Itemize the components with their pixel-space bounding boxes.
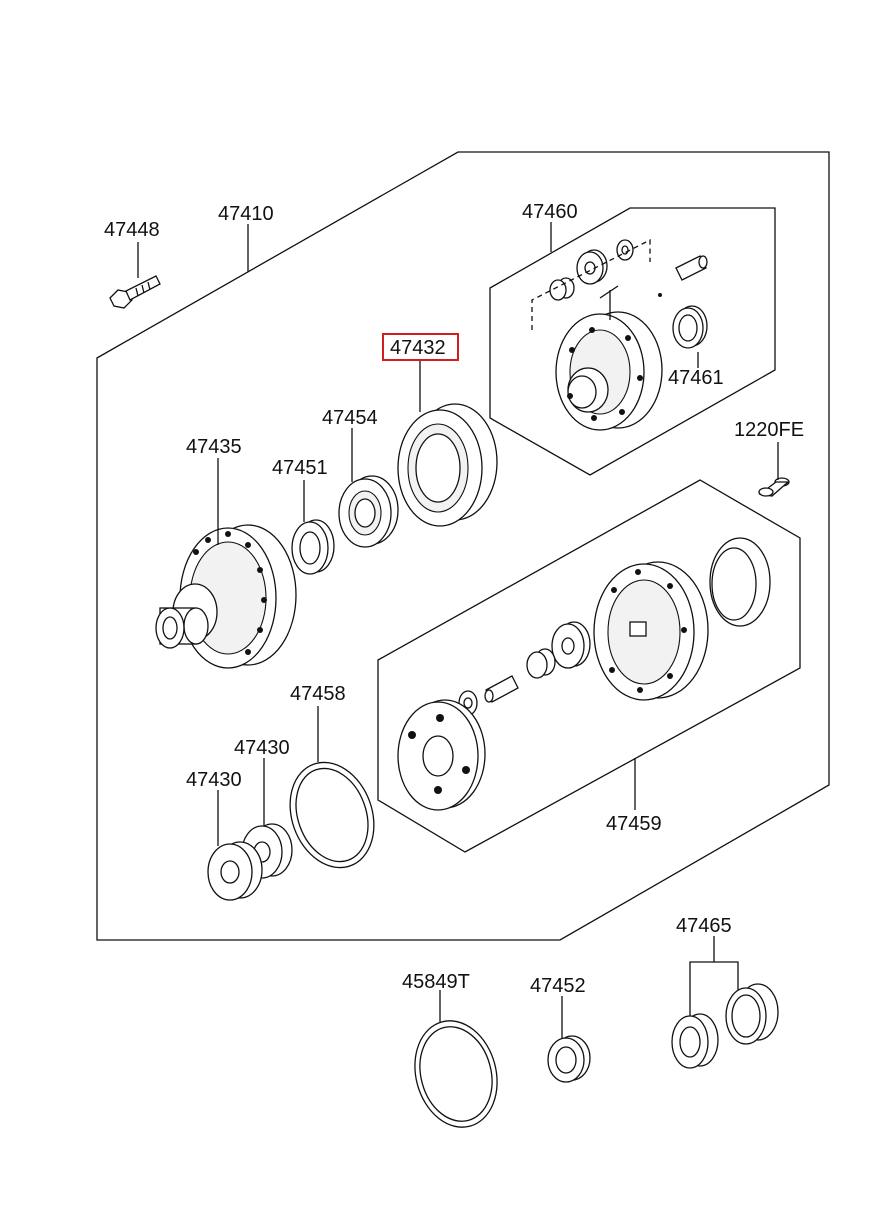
label-47448[interactable]: 47448 <box>104 219 160 241</box>
label-47458[interactable]: 47458 <box>290 683 346 705</box>
pinion-gear-small-part[interactable] <box>576 249 608 285</box>
label-47459[interactable]: 47459 <box>606 813 662 835</box>
snap-ring-47458-part[interactable] <box>276 751 388 880</box>
needle-bearing-47459-part[interactable] <box>526 648 556 679</box>
ring-gear-47432-part[interactable] <box>397 403 498 527</box>
label-47432[interactable]: 47432 <box>390 337 446 359</box>
highlight-box-47432 <box>382 333 459 361</box>
ball-small-part <box>658 293 662 297</box>
label-45849T[interactable]: 45849T <box>402 971 470 993</box>
pin-small-part[interactable] <box>675 255 708 281</box>
washer-small-part[interactable] <box>616 239 634 261</box>
seal-47452-part[interactable] <box>547 1035 591 1083</box>
assembly-box-47460 <box>489 207 776 476</box>
bolt-47448-part[interactable] <box>109 275 161 309</box>
gear-47430-front-part[interactable] <box>207 841 263 901</box>
label-47465[interactable]: 47465 <box>676 915 732 937</box>
differential-case-47435-part[interactable] <box>155 524 297 669</box>
assembly-box-47459 <box>377 479 801 853</box>
seal-47451-part[interactable] <box>291 519 335 575</box>
label-47461[interactable]: 47461 <box>668 367 724 389</box>
label-47452[interactable]: 47452 <box>530 975 586 997</box>
bushing-47461-part[interactable] <box>672 305 708 349</box>
bearing-cone-47465-part[interactable] <box>671 1013 719 1069</box>
label-1220FE[interactable]: 1220FE <box>734 419 804 441</box>
label-47460[interactable]: 47460 <box>522 201 578 223</box>
label-47451[interactable]: 47451 <box>272 457 328 479</box>
assembly-box-47410 <box>96 151 830 941</box>
bearing-47454-part[interactable] <box>338 475 399 548</box>
planet-carrier-47460-part[interactable] <box>555 311 663 431</box>
dashed-group-bracket <box>531 238 651 330</box>
label-47430-rear[interactable]: 47430 <box>234 737 290 759</box>
pinion-gear-47459-part[interactable] <box>551 621 591 669</box>
bearing-cup-47465-part[interactable] <box>725 983 779 1045</box>
leader-lines <box>137 222 779 1038</box>
label-47454[interactable]: 47454 <box>322 407 378 429</box>
label-47430-front[interactable]: 47430 <box>186 769 242 791</box>
flange-plate-47459-part[interactable] <box>397 699 486 811</box>
label-47410[interactable]: 47410 <box>218 203 274 225</box>
label-47435[interactable]: 47435 <box>186 436 242 458</box>
o-ring-45849T-part[interactable] <box>403 1011 508 1136</box>
pin-47459-part[interactable] <box>484 675 519 703</box>
carrier-47459-part[interactable] <box>593 537 771 701</box>
bolt-1220FE-part[interactable] <box>758 477 790 497</box>
